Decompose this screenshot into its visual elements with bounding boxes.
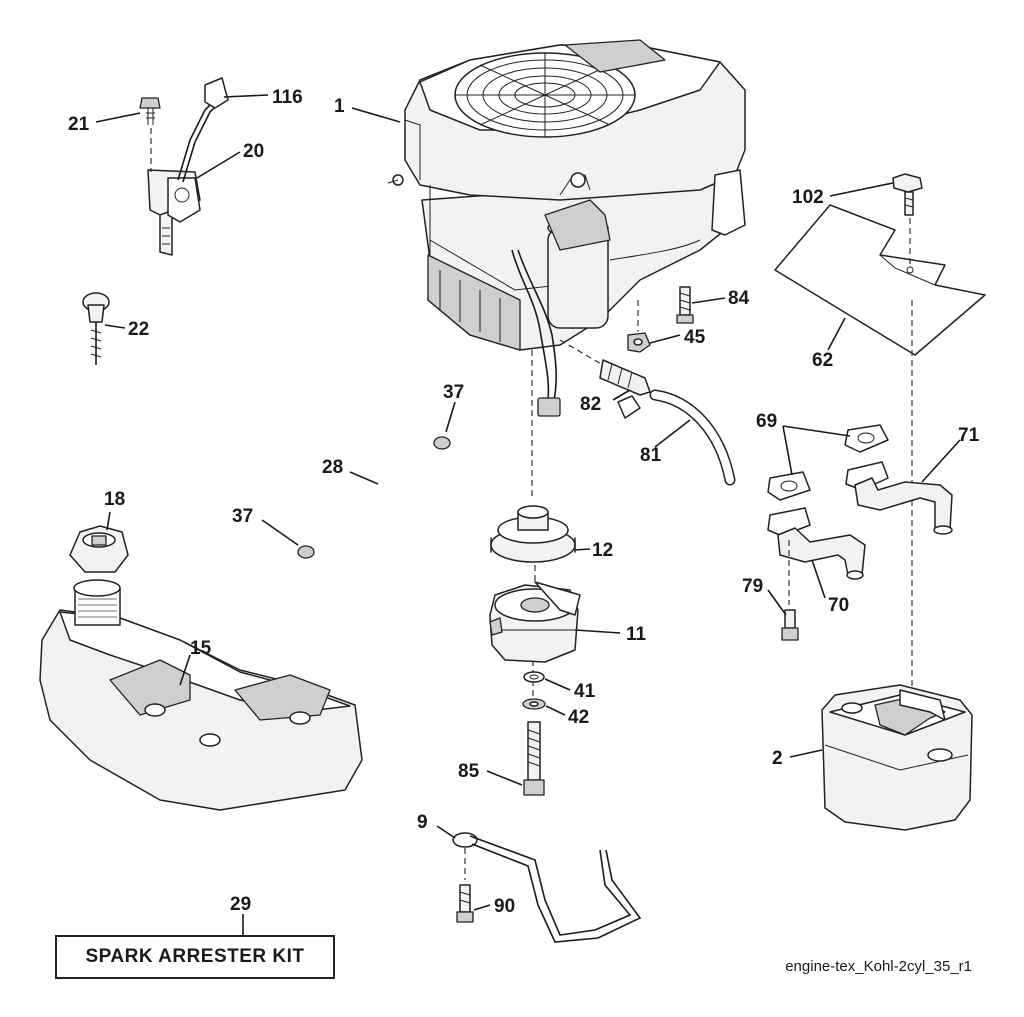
callout-labels: 1 2 9 11 12 15 18 20 21 22 28 29 37 37 4…: [68, 87, 980, 917]
callout-70: 70: [828, 595, 849, 616]
callout-79: 79: [742, 576, 763, 597]
callout-84: 84: [728, 288, 750, 309]
electric-clutch: [489, 581, 581, 663]
callout-29: 29: [230, 894, 251, 915]
callout-71: 71: [958, 425, 980, 446]
callout-9: 9: [417, 812, 428, 833]
throttle-control: [139, 77, 229, 256]
choke-knob: [82, 292, 110, 365]
callout-21: 21: [68, 114, 90, 135]
callout-41: 41: [574, 681, 596, 702]
callout-116: 116: [272, 87, 303, 108]
fuel-hose: [599, 359, 736, 486]
callout-11: 11: [626, 624, 647, 645]
callout-82: 82: [580, 394, 601, 415]
screw-79: [781, 609, 799, 641]
diagram-reference: engine-tex_Kohl-2cyl_35_r1: [785, 958, 972, 975]
callout-1: 1: [334, 96, 345, 117]
muffler: [821, 684, 973, 831]
leader-lines: [95, 94, 961, 935]
callout-81: 81: [640, 445, 662, 466]
callout-45: 45: [684, 327, 706, 348]
pulley: [490, 505, 576, 563]
callout-102: 102: [792, 187, 824, 208]
callout-90: 90: [494, 896, 515, 917]
bolt-84: [676, 286, 694, 324]
callout-85: 85: [458, 761, 480, 782]
fuel-tank: [39, 525, 363, 811]
washers: [522, 671, 546, 710]
spark-arrester-kit-label: SPARK ARRESTER KIT: [85, 946, 305, 967]
callout-22: 22: [128, 319, 149, 340]
callout-2: 2: [772, 748, 783, 769]
callout-69: 69: [756, 411, 777, 432]
exhaust-gaskets: [767, 424, 889, 501]
callout-18: 18: [104, 489, 125, 510]
nut-45: [627, 300, 651, 353]
clutch-bolt: [523, 721, 545, 796]
muffler-bracket: [452, 832, 642, 943]
exhaust-pipe-70: [767, 507, 866, 605]
callout-15: 15: [190, 638, 212, 659]
engine: [387, 39, 746, 417]
callout-20: 20: [243, 141, 264, 162]
callout-37-upper: 37: [443, 382, 464, 403]
callout-28: 28: [322, 457, 343, 478]
exhaust-pipe-71: [845, 461, 953, 535]
fuel-line: [297, 436, 451, 559]
callout-12: 12: [592, 540, 613, 561]
callout-62: 62: [812, 350, 833, 371]
callout-37-lower: 37: [232, 506, 253, 527]
callout-42: 42: [568, 707, 589, 728]
spark-arrester-kit-box: SPARK ARRESTER KIT: [55, 935, 335, 979]
